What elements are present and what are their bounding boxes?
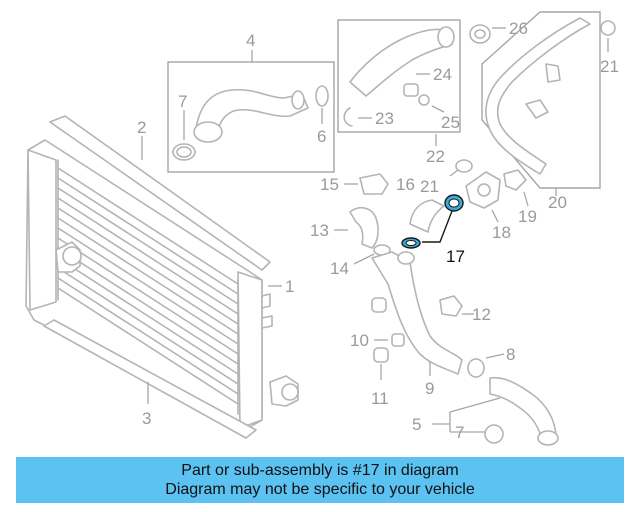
- pipe-9[interactable]: [371, 251, 463, 375]
- hose-13[interactable]: [349, 206, 379, 249]
- label-10: 10: [350, 331, 369, 350]
- label-6: 6: [317, 127, 326, 146]
- sensor-12[interactable]: [439, 295, 463, 317]
- clamp-7-bottom[interactable]: [484, 424, 504, 444]
- label-20: 20: [548, 193, 567, 212]
- label-5: 5: [412, 415, 421, 434]
- clamp-17-lower[interactable]: [401, 237, 421, 249]
- clamp-8[interactable]: [467, 358, 485, 378]
- sensor-15[interactable]: [359, 173, 389, 195]
- label-14: 14: [330, 259, 349, 278]
- label-11: 11: [371, 389, 389, 408]
- label-15: 15: [320, 175, 339, 194]
- oring-21[interactable]: [455, 159, 473, 173]
- label-22: 22: [426, 147, 445, 166]
- grommet-11[interactable]: [373, 347, 389, 363]
- label-9: 9: [425, 379, 434, 398]
- label-2: 2: [137, 118, 146, 137]
- clamp-21-top[interactable]: [600, 20, 616, 36]
- label-7-bottom: 7: [455, 423, 464, 442]
- clamp-17-upper[interactable]: [444, 194, 464, 212]
- oring-6[interactable]: [315, 85, 329, 107]
- banner-line-1: Part or sub-assembly is #17 in diagram: [181, 462, 459, 479]
- label-23: 23: [375, 109, 394, 128]
- label-25: 25: [441, 113, 460, 132]
- housing-18[interactable]: [465, 171, 501, 209]
- info-banner: Part or sub-assembly is #17 in diagram D…: [16, 457, 624, 503]
- sensor-24[interactable]: [403, 83, 430, 106]
- clip-23[interactable]: [343, 107, 353, 127]
- hose-5[interactable]: [489, 376, 559, 446]
- label-7-top: 7: [178, 92, 187, 111]
- label-24: 24: [433, 65, 452, 84]
- pipe-20[interactable]: [485, 17, 591, 175]
- sensor-19[interactable]: [503, 169, 527, 191]
- label-26: 26: [509, 19, 528, 38]
- oring-26[interactable]: [469, 24, 491, 44]
- label-1: 1: [285, 277, 294, 296]
- label-3: 3: [142, 409, 151, 428]
- hose-16[interactable]: [409, 199, 445, 233]
- banner-line-2: Diagram may not be specific to your vehi…: [165, 481, 475, 498]
- label-13: 13: [310, 221, 329, 240]
- intercooler-core[interactable]: [25, 115, 299, 439]
- label-19: 19: [518, 207, 537, 226]
- label-21-top: 21: [600, 57, 619, 76]
- hose-22[interactable]: [349, 26, 455, 97]
- label-4: 4: [246, 31, 255, 50]
- grommet-10[interactable]: [371, 297, 405, 347]
- hose-4[interactable]: [193, 88, 309, 143]
- label-8: 8: [506, 345, 515, 364]
- label-12: 12: [472, 305, 491, 324]
- label-17: 17: [446, 247, 465, 266]
- label-21: 21: [420, 177, 439, 196]
- label-16: 16: [396, 175, 415, 194]
- clamp-7[interactable]: [172, 143, 196, 161]
- label-18: 18: [492, 223, 511, 242]
